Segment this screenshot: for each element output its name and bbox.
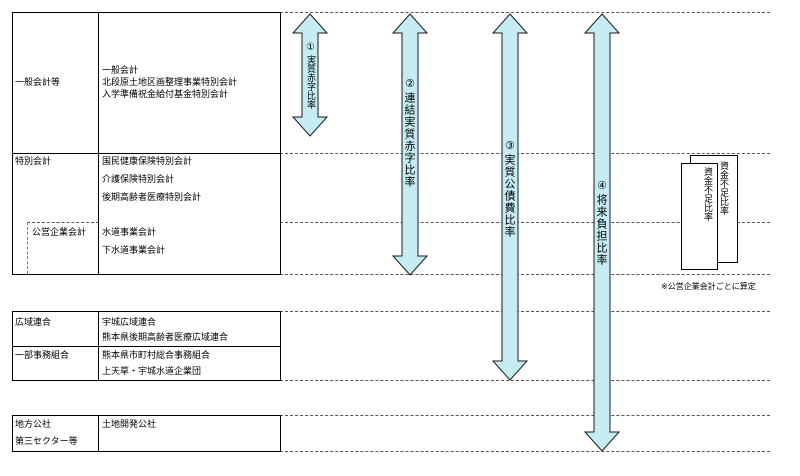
special-accounts-label: 特別会計 bbox=[15, 157, 52, 167]
general-accounts-label: 一般会計等 bbox=[15, 78, 61, 88]
guide-line-general-bottom bbox=[280, 153, 770, 154]
general-account-item: 北段原土地区画整理事業特別会計 bbox=[102, 78, 238, 88]
corporation-block bbox=[12, 415, 281, 452]
guide-line-top bbox=[280, 12, 770, 13]
shortage-ratio-back-label: 資金不足比率 bbox=[718, 161, 728, 215]
public-enterprise-label: 公営企業会計 bbox=[32, 228, 87, 238]
guide-line-union-bottom bbox=[280, 380, 770, 381]
ratio-4-number: ④ bbox=[597, 179, 607, 192]
local-corp-item: 土地開発公社 bbox=[102, 420, 157, 430]
special-account-item: 介護保険特別会計 bbox=[102, 175, 175, 185]
accounts-block-divider bbox=[98, 12, 99, 274]
guide-line-enterprise-bottom bbox=[280, 274, 770, 275]
partial-union-item: 熊本県市町村総合事務組合 bbox=[102, 351, 211, 361]
ratio-4-arrow bbox=[583, 13, 621, 452]
special-account-item: 国民健康保険特別会計 bbox=[102, 157, 193, 167]
wide-area-union-item: 宇城広域連合 bbox=[102, 318, 157, 328]
unions-block-divider bbox=[98, 311, 99, 380]
local-corp-label-line1: 地方公社 bbox=[15, 420, 52, 430]
wide-partial-separator bbox=[12, 346, 281, 347]
shortage-ratio-front-box: 資金不足比率 bbox=[681, 163, 718, 270]
ratio-1-arrow bbox=[291, 13, 329, 137]
general-account-item: 入学準備祝金給付基金特別会計 bbox=[102, 90, 229, 100]
ratio-3-arrow bbox=[491, 13, 529, 381]
ratio-2-number: ② bbox=[405, 77, 415, 90]
partial-union-item: 上天草・宇城水道企業団 bbox=[102, 367, 202, 377]
ratio-1-number: ① bbox=[306, 42, 315, 53]
guide-line-corp-top bbox=[280, 415, 770, 416]
ratio-3-label: 実質公債費比率 bbox=[503, 154, 516, 238]
ratio-1-label: 実質赤字比率 bbox=[305, 55, 315, 109]
general-special-separator bbox=[12, 153, 281, 154]
partial-union-label: 一部事務組合 bbox=[15, 351, 70, 361]
guide-line-special-bottom bbox=[280, 222, 770, 223]
ratio-2-label: 連結実質赤字比率 bbox=[403, 92, 416, 188]
shortage-ratio-front-label: 資金不足比率 bbox=[702, 167, 712, 221]
accounts-block bbox=[12, 12, 281, 275]
wide-area-union-label: 広域連合 bbox=[15, 318, 52, 328]
general-account-item: 一般会計 bbox=[102, 66, 139, 76]
guide-line-bottom bbox=[280, 451, 770, 452]
public-enterprise-bracket-top bbox=[27, 222, 99, 223]
wide-area-union-item: 熊本県後期高齢者医療広域連合 bbox=[102, 333, 229, 343]
local-corp-label-line2: 第三セクター等 bbox=[15, 437, 78, 447]
public-enterprise-bracket-side bbox=[27, 222, 28, 274]
ratio-4-label: 将来負担比率 bbox=[595, 194, 608, 266]
shortage-note: ※公営企業会計ごとに算定 bbox=[661, 282, 756, 291]
public-enterprise-item: 下水道事業会計 bbox=[102, 246, 166, 256]
guide-line-wide-top bbox=[280, 311, 770, 312]
corporation-block-divider bbox=[98, 415, 99, 451]
ratio-3-number: ③ bbox=[505, 139, 515, 152]
ratio-2-arrow bbox=[391, 13, 429, 276]
special-account-item: 後期高齢者医療特別会計 bbox=[102, 193, 202, 203]
public-enterprise-item: 水道事業会計 bbox=[102, 228, 157, 238]
